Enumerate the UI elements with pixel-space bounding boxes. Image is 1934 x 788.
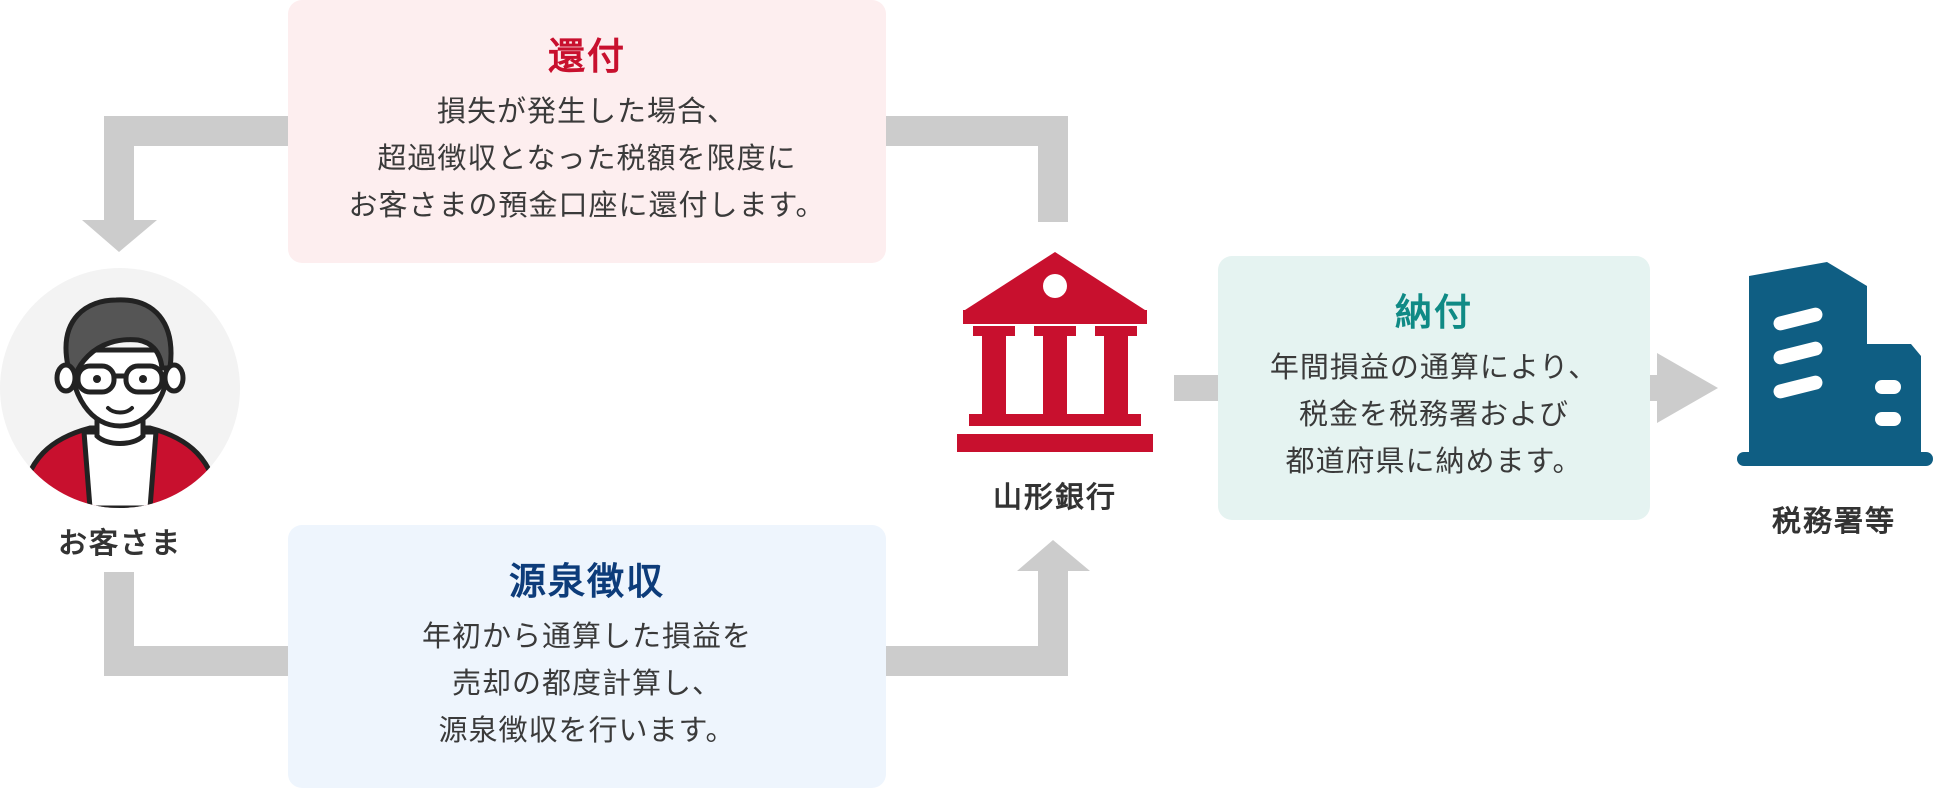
refund-line: 超過徴収となった税額を限度に (377, 141, 797, 175)
withholding-line: 売却の都度計算し、 (451, 666, 722, 700)
refund-description: 損失が発生した場合、 超過徴収となった税額を限度に お客さまの預金口座に還付しま… (288, 88, 886, 229)
payment-description: 年間損益の通算により、 税金を税務署および 都道府県に納めます。 (1218, 344, 1650, 485)
withholding-line: 源泉徴収を行います。 (438, 713, 736, 747)
refund-line: お客さまの預金口座に還付します。 (348, 188, 826, 222)
customer-label: お客さま (57, 526, 182, 560)
tax-office-label: 税務署等 (1771, 504, 1896, 538)
withholding-description: 年初から通算した損益を 売却の都度計算し、 源泉徴収を行います。 (288, 613, 886, 754)
payment-line: 都道府県に納めます。 (1285, 444, 1583, 478)
payment-line: 年間損益の通算により、 (1269, 350, 1599, 384)
withholding-line: 年初から通算した損益を (421, 619, 752, 653)
withholding-title: 源泉徴収 (509, 560, 665, 603)
payment-line: 税金を税務署および (1298, 397, 1569, 431)
refund-title: 還付 (548, 35, 626, 78)
refund-box: 還付 損失が発生した場合、 超過徴収となった税額を限度に お客さまの預金口座に還… (288, 0, 886, 263)
withholding-box: 源泉徴収 年初から通算した損益を 売却の都度計算し、 源泉徴収を行います。 (288, 525, 886, 788)
payment-box: 納付 年間損益の通算により、 税金を税務署および 都道府県に納めます。 (1218, 256, 1650, 520)
payment-title: 納付 (1395, 291, 1473, 334)
customer-avatar-icon (0, 268, 240, 508)
bank-label: 山形銀行 (992, 480, 1117, 514)
office-building-icon (1737, 262, 1933, 466)
bank-building-icon (957, 252, 1153, 452)
refund-line: 損失が発生した場合、 (436, 94, 737, 128)
